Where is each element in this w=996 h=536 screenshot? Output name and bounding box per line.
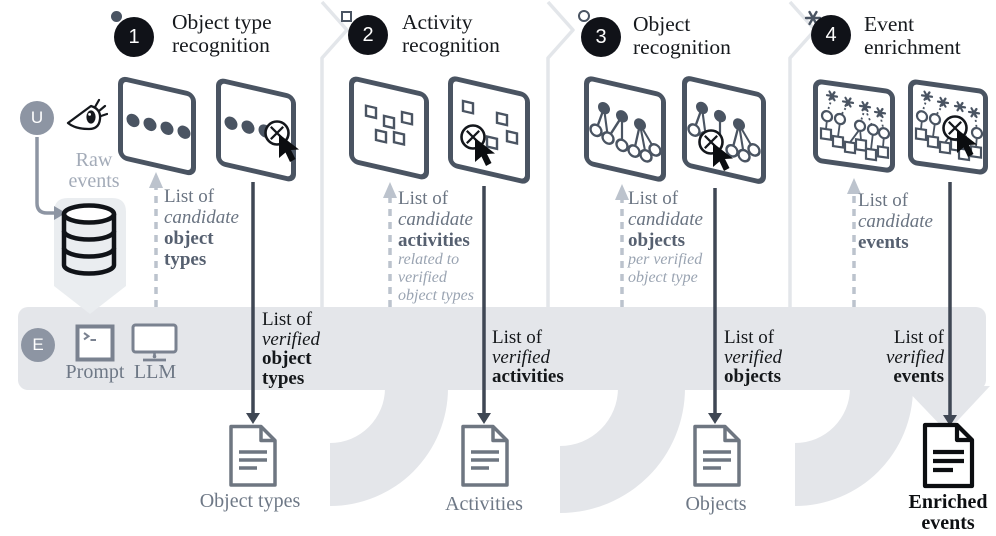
verified-flow-arrowheads: [246, 413, 957, 426]
stage-3-badge: 3: [581, 17, 621, 57]
stage-3-panel-raw: [584, 74, 666, 184]
object-type-marker-icon: [111, 11, 122, 22]
objects-doc-label: Objects: [685, 493, 747, 515]
band-output-arrow: [903, 386, 990, 432]
stage-4-candidate-label: List of candidate events: [858, 190, 933, 253]
swoosh-connectors: [330, 388, 913, 513]
candidate-flow-arrowheads: [149, 172, 861, 200]
object-types-document-icon: [229, 424, 277, 487]
engine-band: [18, 307, 986, 390]
stage-1-verified-label: List of verified object types: [262, 309, 321, 389]
user-to-database-arrow: [35, 137, 66, 220]
stage-1-candidate-label: List of candidate object types: [164, 186, 239, 270]
stage-3-candidate-label: List of candidate objects per verified o…: [628, 188, 703, 286]
raw-events-label: Raw events: [68, 149, 120, 192]
verified-flow-arrows: [251, 182, 952, 416]
stage-2-cursor-icon: [475, 138, 495, 166]
stage-1-panel-verified: [216, 76, 296, 184]
stage-4-verified-label: List of verified events: [885, 327, 944, 387]
activities-doc-label: Activities: [445, 493, 523, 515]
eye-icon: [66, 98, 108, 131]
prompt-icon: [75, 324, 115, 362]
stage-2-badge: 2: [348, 15, 388, 55]
enriched-events-doc-label: Enriched events: [908, 491, 988, 534]
stage-divider-lines: [320, 0, 817, 307]
engine-badge: E: [21, 328, 55, 362]
llm-label: LLM: [133, 361, 177, 383]
stage-1-cursor-icon: [279, 134, 299, 162]
stage-2-panel-verified: [448, 74, 530, 186]
stage-1-badge: 1: [114, 17, 154, 57]
stage-3-verified-label: List of verified objects: [724, 327, 783, 387]
candidate-flow-arrows: [154, 186, 856, 307]
stage-4-badge: 4: [811, 15, 851, 55]
stage-2-panel-raw: [349, 74, 429, 182]
stage-1-panel-raw: [118, 74, 196, 178]
activity-marker-icon: [341, 11, 352, 22]
enriched-events-document-icon: [922, 422, 975, 489]
prompt-label: Prompt: [65, 361, 125, 383]
database-icon: [61, 203, 117, 276]
stage-3-cursor-icon: [713, 143, 733, 171]
activities-document-icon: [461, 424, 509, 487]
stage-4-cursor-icon: [957, 129, 977, 157]
llm-icon: [131, 323, 178, 362]
stage-4-panel-raw: [813, 78, 895, 174]
object-marker-icon: [578, 10, 590, 22]
user-badge: U: [20, 101, 54, 135]
object-types-doc-label: Object types: [199, 490, 301, 512]
stage-2-verified-label: List of verified activities: [492, 327, 564, 387]
stage-2-candidate-label: List of candidate activities related to …: [398, 188, 474, 304]
objects-document-icon: [693, 424, 741, 487]
